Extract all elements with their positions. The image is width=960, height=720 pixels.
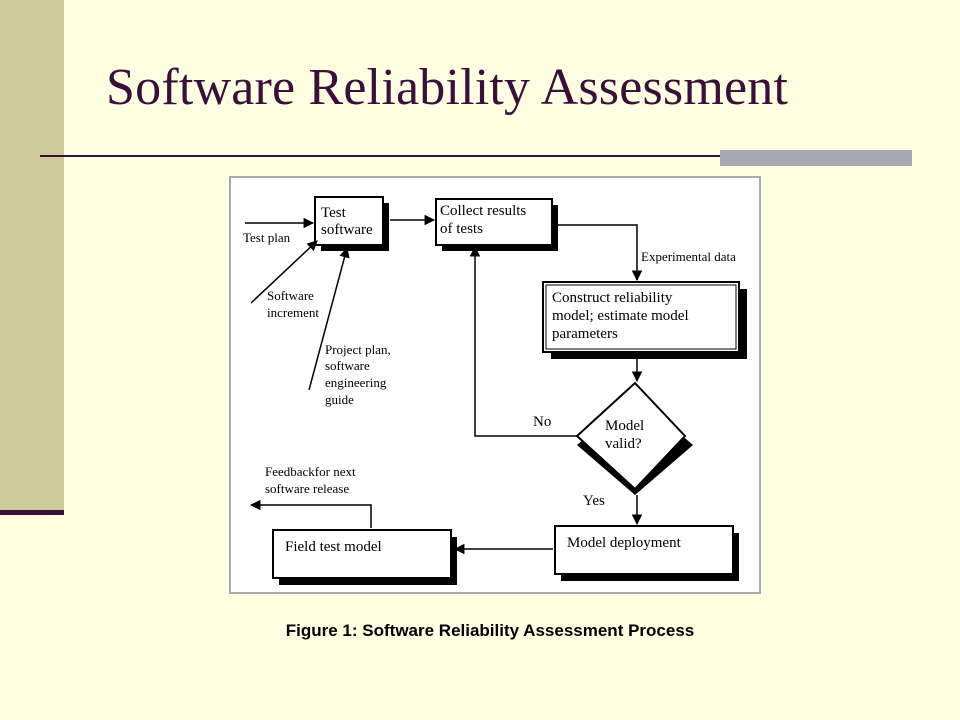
node-model-deployment-text: Model deployment [567, 535, 682, 551]
sidebar-rule [0, 510, 64, 515]
node-model-valid-line-2: valid? [605, 436, 642, 452]
output-feedback: Feedbackfor next software release [249, 464, 372, 528]
node-construct-model-line-1: Construct reliability [552, 290, 673, 306]
node-field-test-text: Field test model [285, 539, 382, 555]
input-software-increment: Software increment [250, 240, 319, 320]
node-collect-results-line-1: Collect results [440, 203, 526, 219]
label-project-plan-line-4: guide [325, 392, 354, 407]
label-software-increment-line-2: increment [267, 305, 319, 320]
flowchart-diagram: Test software Collect results of tests C… [243, 196, 747, 585]
node-collect-results-line-2: of tests [440, 221, 483, 237]
node-model-valid-line-1: Model [605, 418, 644, 434]
title-rule [40, 155, 912, 157]
node-model-deployment: Model deployment [554, 525, 739, 581]
input-project-plan: Project plan, software engineering guide [308, 246, 391, 407]
label-software-increment-line-1: Software [267, 288, 314, 303]
label-no: No [533, 414, 551, 430]
label-project-plan-line-2: software [325, 358, 370, 373]
figure-caption: Figure 1: Software Reliability Assessmen… [285, 621, 695, 640]
slide-title: Software Reliability Assessment [106, 59, 789, 116]
node-model-valid: Model valid? [575, 381, 693, 495]
figure-frame: Test software Collect results of tests C… [229, 176, 761, 594]
label-feedback-line-2: software release [265, 481, 349, 496]
label-project-plan-line-1: Project plan, [325, 342, 391, 357]
edge-valid-no-loop: No [469, 245, 577, 437]
node-construct-model-line-2: model; estimate model [552, 308, 689, 324]
node-field-test: Field test model [272, 529, 457, 585]
node-test-software: Test software [314, 196, 389, 251]
node-test-software-line-1: Test [321, 205, 347, 221]
node-construct-model-line-3: parameters [552, 326, 618, 342]
edge-valid-yes: Yes [583, 493, 643, 526]
node-test-software-line-2: software [321, 222, 373, 238]
node-collect-results: Collect results of tests [435, 198, 558, 251]
node-construct-model: Construct reliability model; estimate mo… [542, 281, 747, 359]
title-rule-accent [720, 150, 912, 166]
input-test-plan: Test plan [243, 217, 315, 245]
label-feedback-line-1: Feedbackfor next [265, 464, 356, 479]
sidebar-bar [0, 0, 64, 511]
label-project-plan-line-3: engineering [325, 375, 387, 390]
label-experimental-data: Experimental data [641, 249, 736, 264]
edge-collect-to-construct: Experimental data [552, 224, 736, 282]
label-test-plan: Test plan [243, 230, 291, 245]
label-yes: Yes [583, 493, 605, 509]
